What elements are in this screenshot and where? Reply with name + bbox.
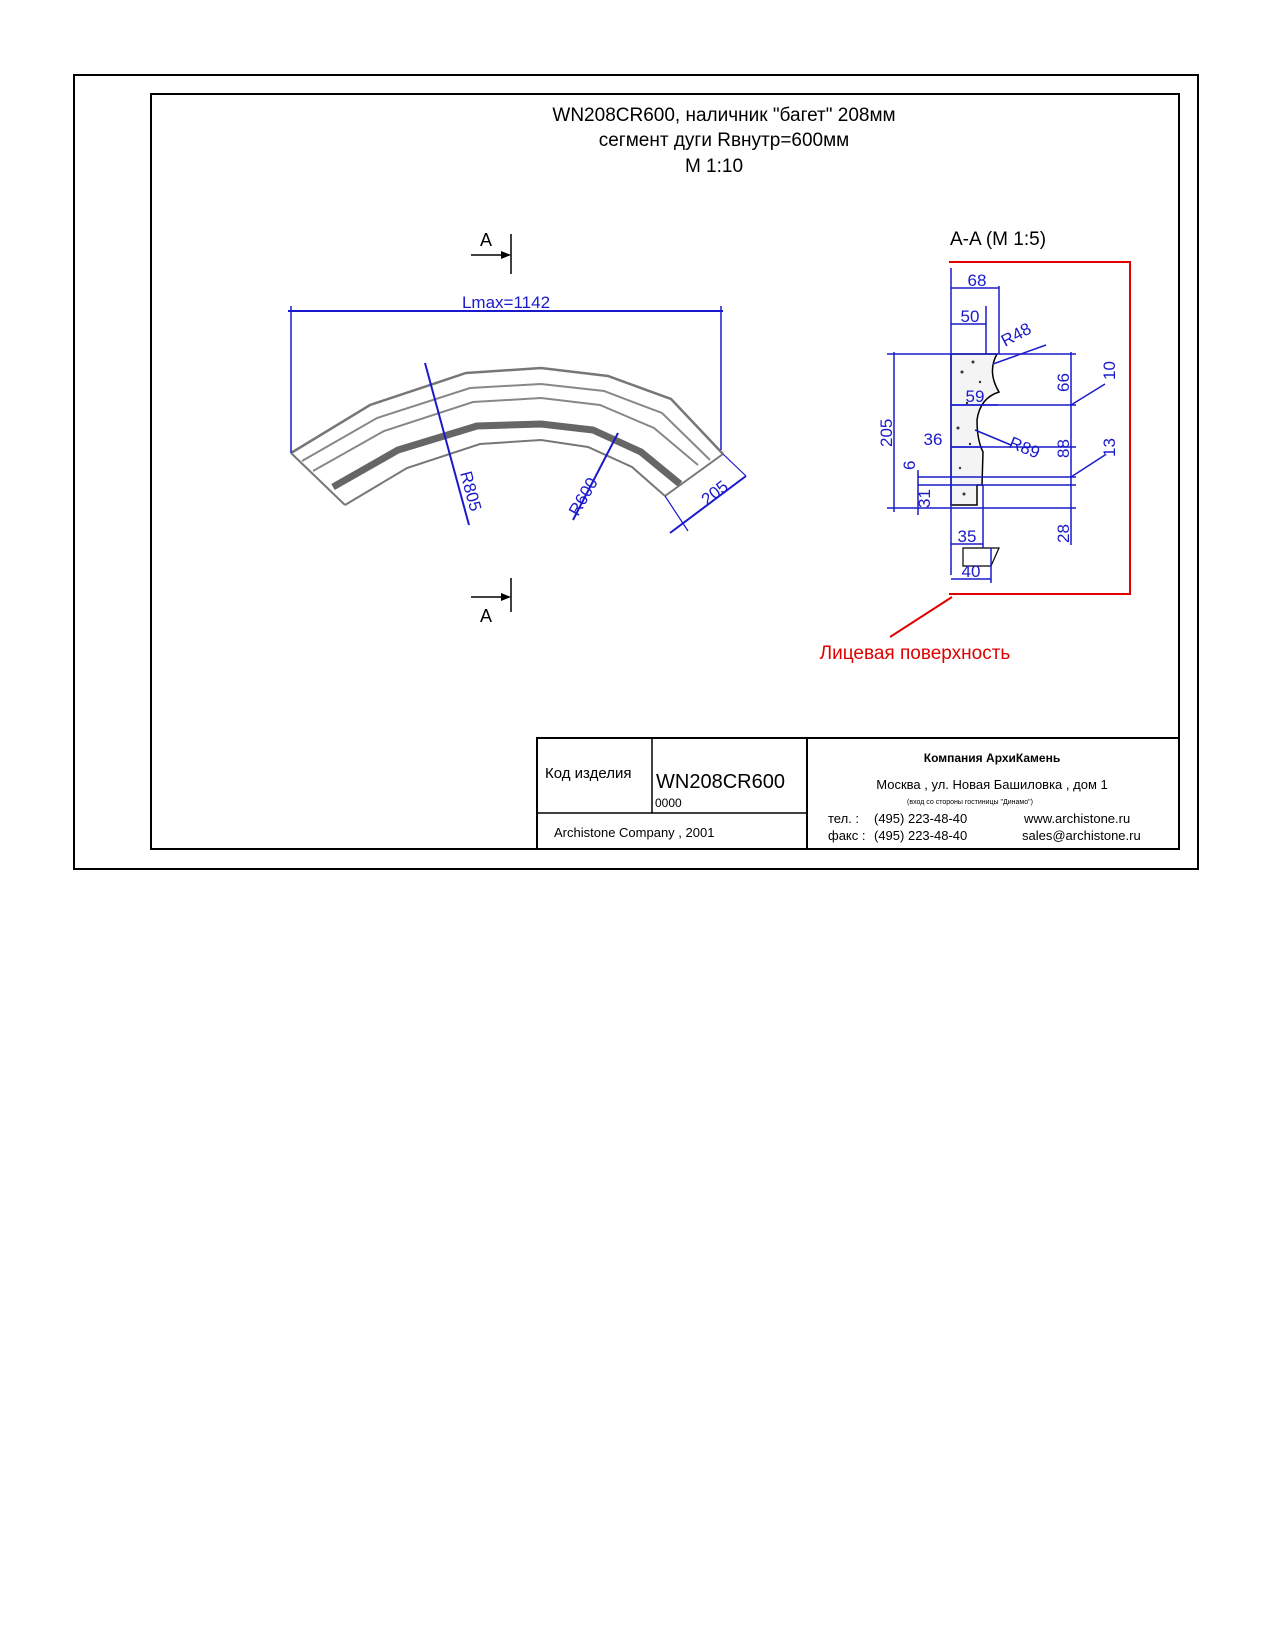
tel-label: тел. : [828, 811, 859, 826]
dim-13: 13 [1100, 438, 1119, 457]
code-sub: 0000 [655, 796, 682, 810]
dim-40: 40 [962, 562, 981, 581]
dim-205: 205 [877, 419, 896, 447]
face-surface-outline: Лицевая поверхность [820, 261, 1131, 664]
dim-59: 59 [966, 387, 985, 406]
dim-10: 10 [1100, 361, 1119, 380]
code-label: Код изделия [545, 765, 631, 782]
section-heading: A-A (M 1:5) [950, 229, 1046, 250]
lmax-label: Lmax=1142 [462, 293, 550, 312]
profile-dimensions [887, 268, 1106, 583]
dim-88: 88 [1054, 439, 1073, 458]
dim-36: 36 [924, 430, 943, 449]
face-surface-label: Лицевая поверхность [820, 643, 1011, 664]
dim-68: 68 [968, 271, 987, 290]
dim-35: 35 [958, 527, 977, 546]
dim-r600: R600 [565, 432, 619, 521]
address-note: (вход со стороны гостиницы "Динамо") [907, 799, 1033, 806]
section-marker-top: A [471, 230, 512, 274]
title-line-3: M 1:10 [685, 156, 743, 177]
title-line-1: WN208CR600, наличник "багет" 208мм [552, 105, 895, 126]
r600-label: R600 [565, 474, 602, 519]
copyright: Archistone Company , 2001 [554, 825, 714, 840]
dim-50: 50 [961, 307, 980, 326]
profile-dimension-labels: 68 50 R48 59 66 10 205 36 R89 88 13 6 31… [877, 271, 1119, 581]
dim-66: 66 [1054, 373, 1073, 392]
company-name: Компания АрхиКамень [924, 751, 1060, 765]
company-address: Москва , ул. Новая Башиловка , дом 1 [876, 777, 1107, 792]
section-marker-bottom: A [471, 578, 512, 626]
outer-frame [73, 74, 1199, 870]
dim-31: 31 [915, 489, 934, 508]
email-address: sales@archistone.ru [1022, 828, 1141, 843]
dim-28: 28 [1054, 524, 1073, 543]
dim-r89: R89 [1007, 433, 1043, 462]
fax-value: (495) 223-48-40 [874, 828, 967, 843]
code-value: WN208CR600 [656, 771, 785, 793]
profile-section [950, 353, 1001, 567]
section-letter-top: A [480, 230, 492, 250]
web-address: www.archistone.ru [1023, 811, 1130, 826]
arc-segment [290, 366, 724, 506]
width-205-label: 205 [698, 477, 732, 509]
drawing-title: WN208CR600, наличник "багет" 208мм сегме… [552, 105, 895, 177]
fax-label: факс : [828, 828, 865, 843]
section-letter-bottom: A [480, 606, 492, 626]
dim-6: 6 [900, 461, 919, 470]
title-line-2: сегмент дуги Rвнутр=600мм [599, 130, 850, 151]
dim-r48: R48 [998, 319, 1034, 350]
tel-value: (495) 223-48-40 [874, 811, 967, 826]
title-block: Код изделия WN208CR600 0000 Archistone C… [536, 737, 1180, 850]
dim-lmax: Lmax=1142 [288, 293, 723, 453]
